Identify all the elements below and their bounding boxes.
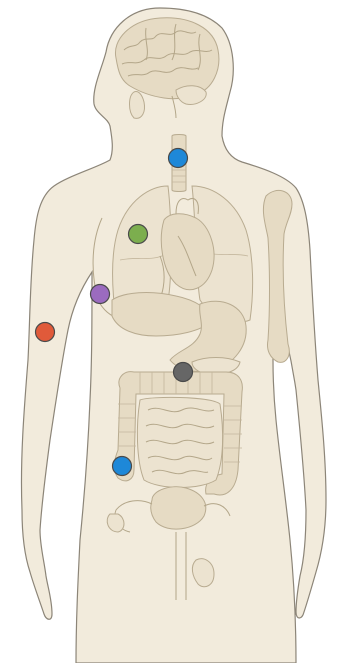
breast-marker[interactable] xyxy=(91,285,110,304)
small-intestine xyxy=(137,397,222,487)
stomach-marker[interactable] xyxy=(174,363,193,382)
thyroid-marker[interactable] xyxy=(169,149,188,168)
arm-marker[interactable] xyxy=(36,323,55,342)
lung-marker[interactable] xyxy=(129,225,148,244)
colon-marker[interactable] xyxy=(113,457,132,476)
